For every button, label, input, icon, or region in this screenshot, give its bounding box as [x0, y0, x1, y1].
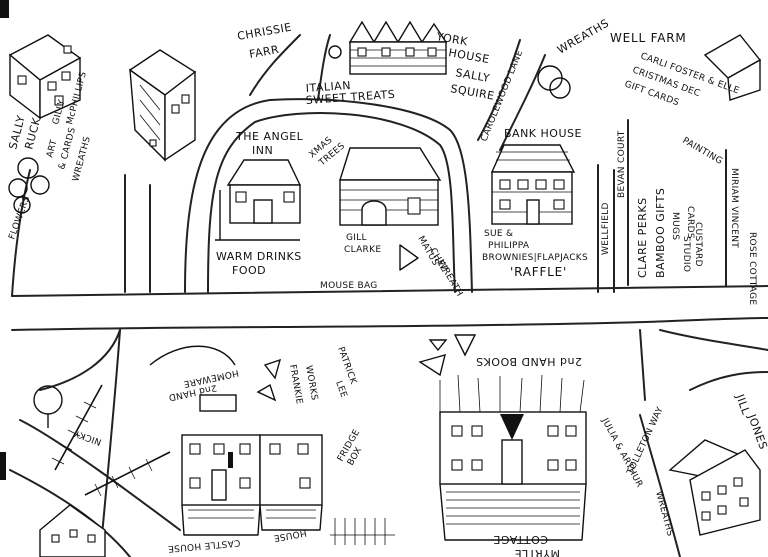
label-books: 2nd HAND BOOKS — [476, 355, 582, 368]
label-sue-1: SUE & — [484, 229, 513, 239]
label-sue-2: PHILIPPA — [488, 241, 530, 251]
label-miriam-vincent: MIRIAM VINCENT — [729, 168, 739, 248]
label-flowers: FLOWERS — [7, 195, 32, 241]
label-wellfield: WELLFIELD — [601, 202, 611, 255]
label-bevan-court: BEVAN COURT — [617, 130, 627, 198]
house-italian — [348, 20, 448, 75]
label-clare-perks-2: BAMBOO GIFTS — [654, 188, 667, 278]
label-angel-inn-2: INN — [252, 144, 273, 157]
label-italian-1: ITALIAN — [305, 79, 351, 95]
label-painting-1: PAINTING — [681, 136, 725, 167]
fence-bottom — [330, 518, 395, 545]
label-wreaths-left: WREATHS — [71, 135, 93, 182]
label-castle-house: CASTLE HOUSE — [167, 537, 240, 553]
bunting — [149, 244, 477, 402]
label-wreaths-bottom: WREATHS — [653, 490, 675, 537]
house-well-farm — [703, 34, 762, 101]
label-italian-2: SWEET TREATS — [305, 88, 395, 107]
label-painting-2: CARDS — [685, 206, 695, 239]
label-gill-clarke-1: GILL — [346, 233, 367, 243]
label-mugs-2: CUSTARD — [693, 222, 703, 267]
label-frankie-2: WORKS — [303, 365, 319, 402]
label-sally-squire-1: SALLY — [454, 66, 490, 85]
label-clare-perks-1: CLARE PERKS — [636, 197, 649, 278]
label-chrissie-1: CHRISSIE — [236, 21, 292, 43]
label-york-2: HOUSE — [447, 46, 490, 66]
house-gilly — [128, 49, 197, 162]
label-matus-3: WREATH — [435, 259, 464, 299]
label-bank-house: BANK HOUSE — [504, 127, 582, 140]
label-angel-inn-1: THE ANGEL — [235, 130, 304, 143]
label-chrissie-2: FARR — [248, 43, 280, 61]
label-york-1: YORK — [434, 30, 469, 49]
corner-mark-top — [0, 0, 9, 18]
label-frankie-1: FRANKIE — [287, 364, 304, 405]
label-myrtle-1: MYRTLE — [514, 547, 560, 557]
house-books — [439, 374, 587, 541]
label-raffle: 'RAFFLE' — [510, 265, 567, 279]
label-nicky: NICKY — [73, 427, 103, 446]
label-myrtle-2: COTTAGE — [493, 533, 548, 546]
label-well-farm: WELL FARM — [610, 31, 687, 45]
label-sue-3: BROWNIES|FLAPJACKS — [482, 253, 588, 263]
house-angel-inn — [215, 159, 302, 241]
house-bottom-left — [39, 504, 106, 557]
label-mugs-1: MUGS — [670, 212, 680, 240]
fence-left — [51, 384, 171, 497]
house-central — [339, 147, 442, 226]
label-patrick-2: LEE — [333, 380, 348, 400]
label-wreaths-top: WREATHS — [555, 17, 611, 57]
label-jill-2: JONES — [745, 412, 768, 452]
label-warm-drinks-2: FOOD — [232, 264, 266, 277]
house-lower-left — [181, 394, 323, 536]
label-sally-squire-2: SQUIRE — [449, 82, 495, 103]
house-jill-jones — [668, 439, 761, 536]
house-top-left — [8, 34, 82, 120]
label-mugs-3: STUDIO — [681, 236, 691, 272]
house-bank — [490, 144, 576, 225]
label-art-cards-1: ART — [45, 138, 59, 158]
label-gill-clarke-2: CLARKE — [344, 245, 381, 255]
label-rose-cottage: ROSE COTTAGE — [747, 232, 757, 305]
roads — [9, 34, 768, 557]
label-jill-1: JILL — [733, 392, 753, 417]
corner-mark-bottom — [0, 452, 6, 480]
trees — [8, 45, 571, 428]
label-tolleton: TOLLETON WAY — [625, 405, 666, 477]
label-mouse-bag: MOUSE BAG — [320, 281, 378, 291]
label-warm-drinks-1: WARM DRINKS — [216, 250, 302, 263]
